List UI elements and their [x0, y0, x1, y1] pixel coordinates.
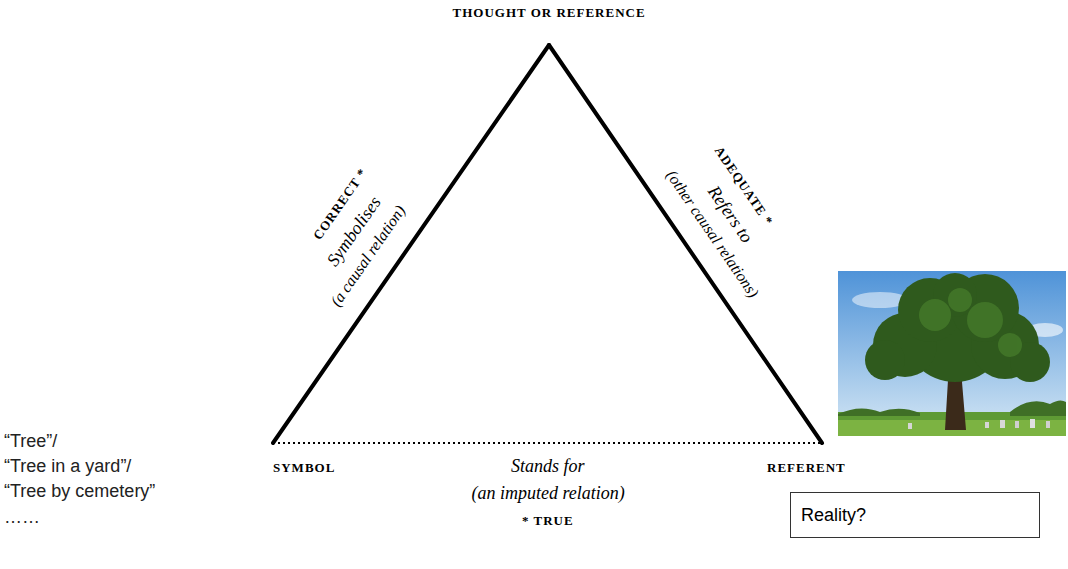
vertex-label: REFERENT	[767, 461, 846, 476]
triangle-side	[273, 45, 549, 443]
relation-quality: * TRUE	[522, 514, 574, 529]
note-text: Reality?	[801, 505, 866, 526]
note-box: Reality?	[790, 492, 1040, 538]
relation-name: Stands for	[511, 456, 585, 477]
symbol-example: “Tree in a yard”/	[4, 456, 131, 477]
vertex-label: THOUGHT OR REFERENCE	[453, 6, 646, 21]
symbol-example: “Tree”/	[4, 431, 57, 452]
symbol-example: ……	[4, 507, 40, 528]
relation-note: (an imputed relation)	[472, 483, 625, 504]
triangle-side	[549, 45, 822, 443]
symbol-example: “Tree by cemetery”	[4, 481, 155, 502]
vertex-label: SYMBOL	[273, 461, 335, 476]
triangle-base	[273, 442, 822, 444]
tree-photo	[838, 271, 1066, 436]
